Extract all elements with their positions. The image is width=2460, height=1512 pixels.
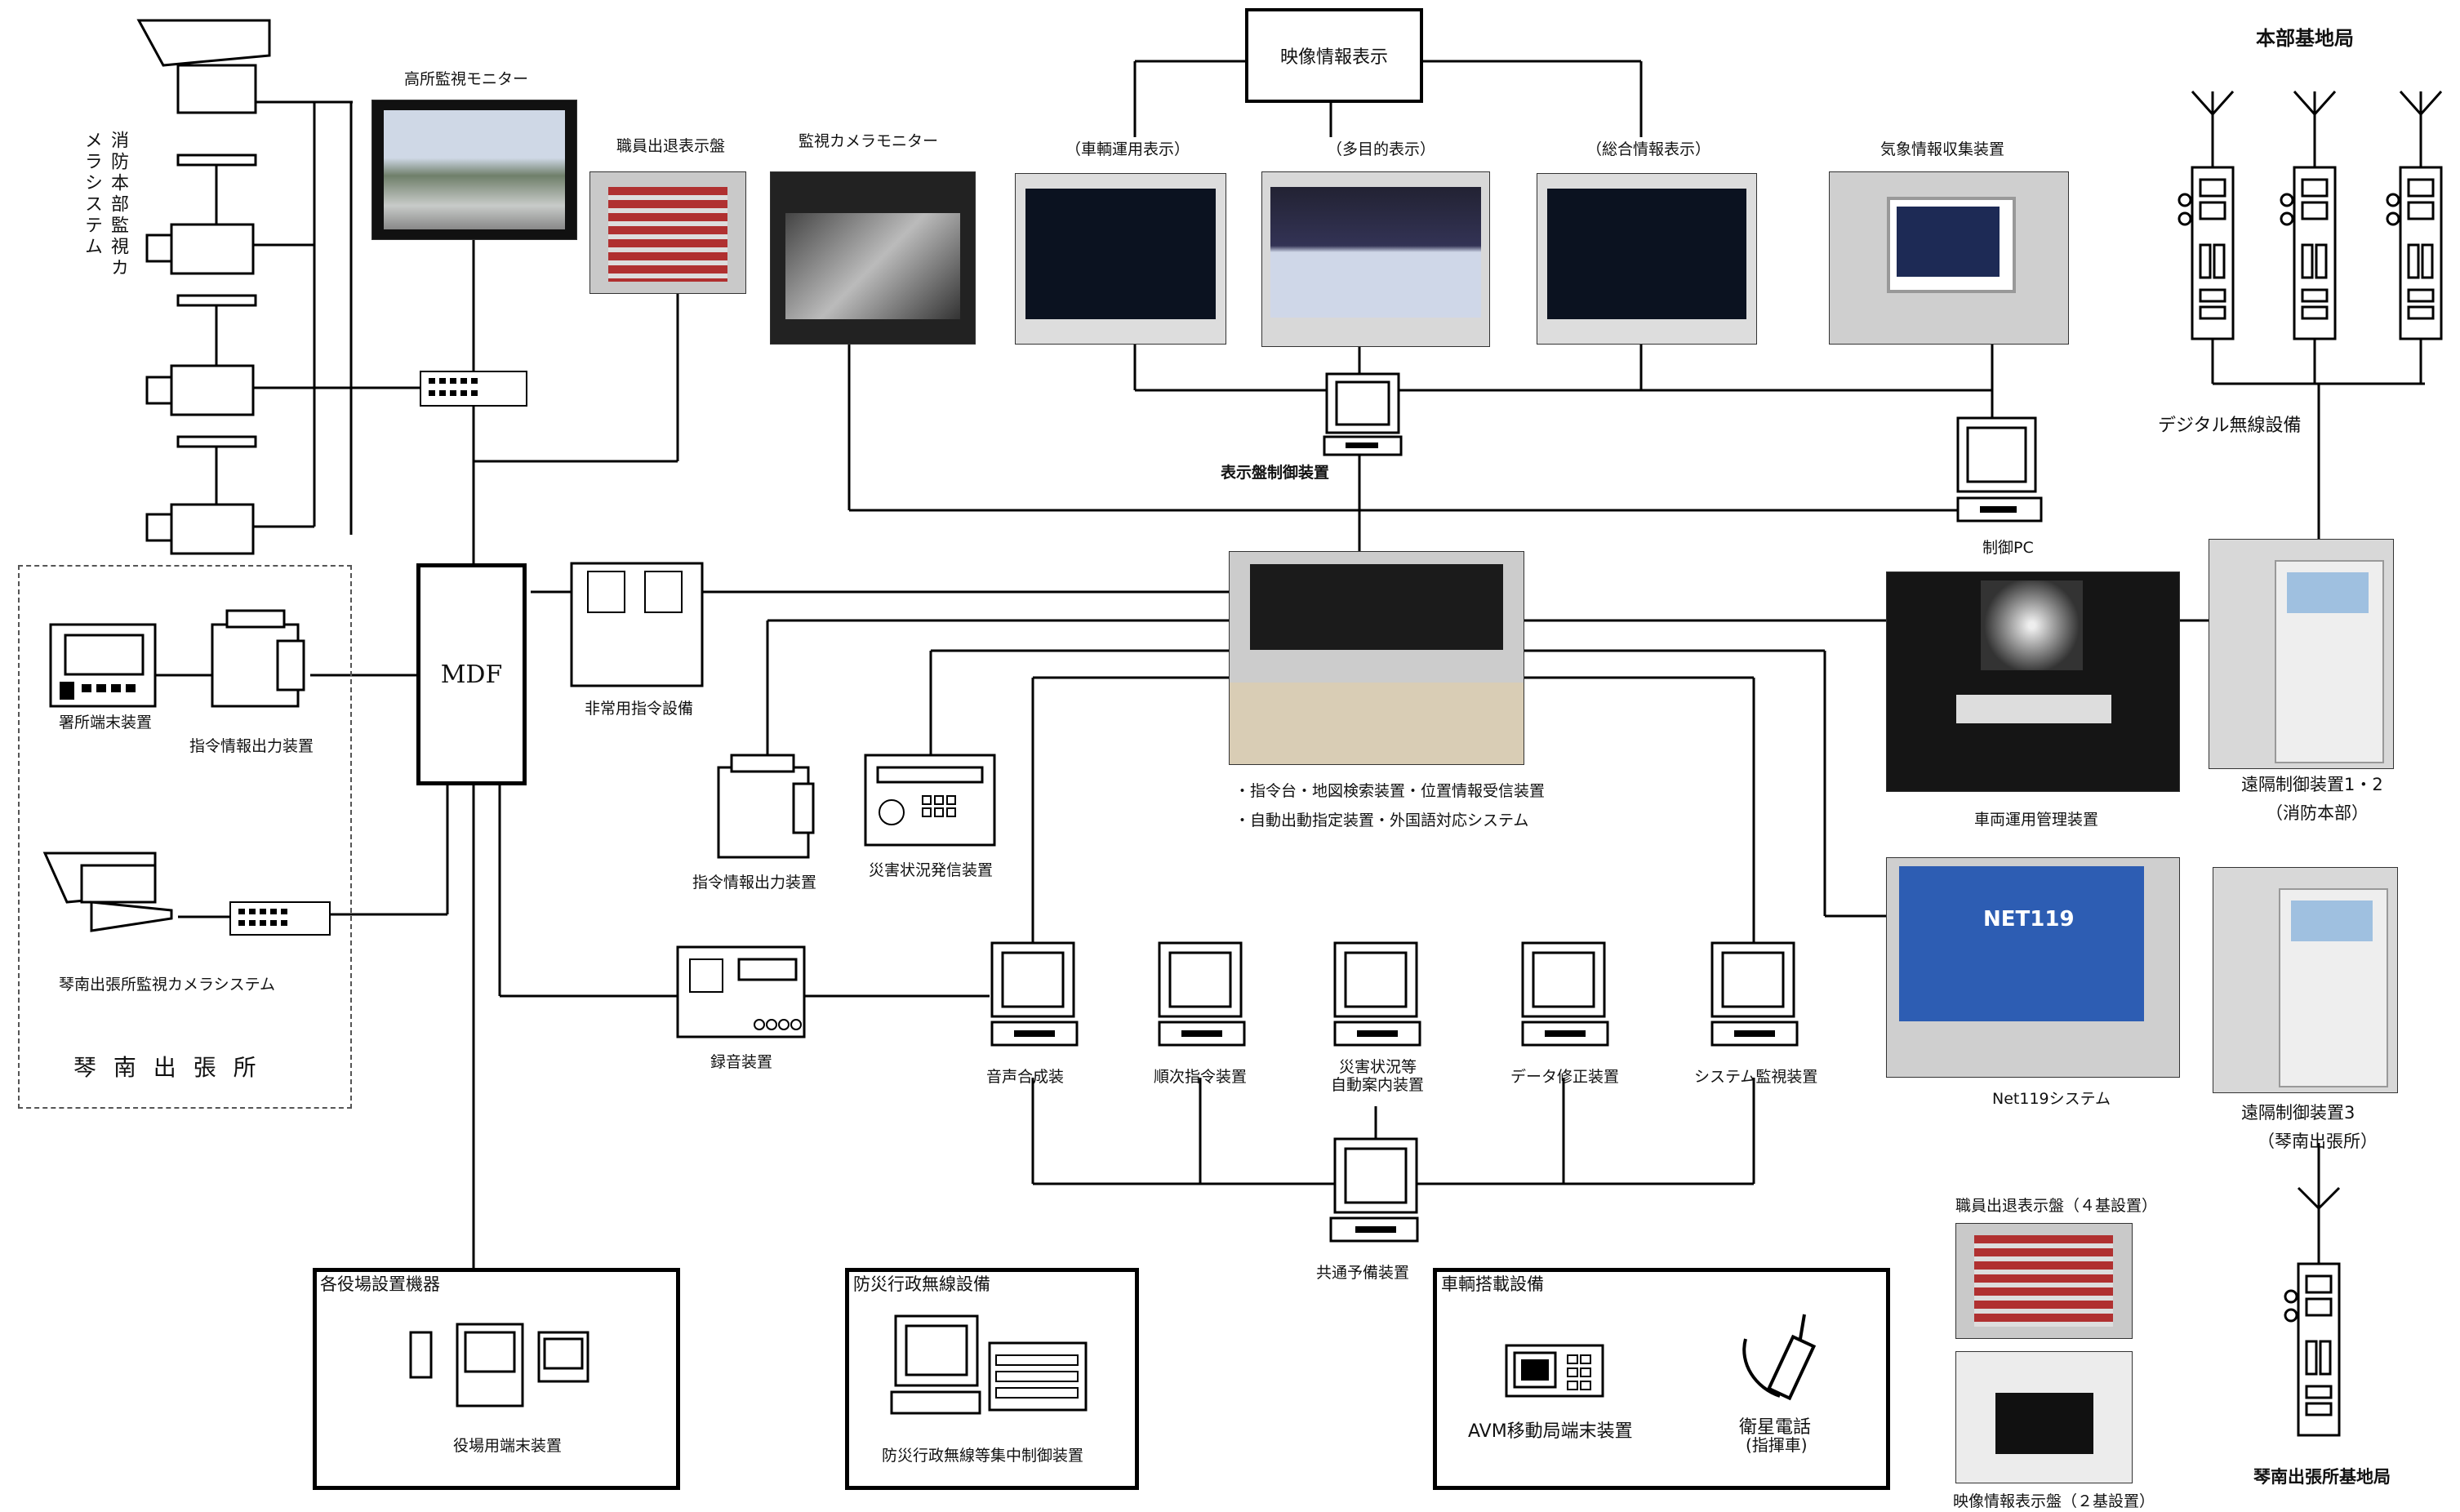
disaster-guide-label-2: 自動案内装置 bbox=[1331, 1076, 1425, 1094]
bousai-box-caption: 防災行政無線等集中制御装置 bbox=[882, 1447, 1084, 1465]
kinan-base-label: 琴南出張所基地局 bbox=[2253, 1467, 2391, 1487]
high-monitor-photo bbox=[371, 100, 577, 240]
staff-panel4-label: 職員出退表示盤（４基設置） bbox=[1955, 1197, 2158, 1215]
satellite-phone-sub-label: (指揮車) bbox=[1746, 1435, 1808, 1455]
weather-label: 気象情報収集装置 bbox=[1880, 140, 2005, 158]
emergency-label: 非常用指令設備 bbox=[585, 700, 694, 718]
camera-monitor-photo bbox=[770, 171, 976, 345]
disaster-guide-label-1: 災害状況等 bbox=[1339, 1058, 1417, 1076]
total-display-photo bbox=[1537, 173, 1757, 345]
video-info-label: 映像情報表示 bbox=[1279, 47, 1388, 68]
data-fix-label: データ修正装置 bbox=[1510, 1068, 1620, 1086]
hq-base-label: 本部基地局 bbox=[2256, 27, 2354, 50]
vehicle-equipment-box bbox=[1433, 1268, 1890, 1490]
mdf-label: MDF bbox=[440, 660, 503, 689]
kinan-camera-label: 琴南出張所監視カメラシステム bbox=[59, 976, 276, 994]
vehicle-display-label: （車輌運用表示） bbox=[1065, 140, 1190, 158]
multi-display-photo bbox=[1261, 171, 1490, 347]
vehicle-mgmt-photo bbox=[1886, 571, 2180, 792]
satellite-phone-label: 衛星電話 bbox=[1739, 1417, 1812, 1438]
office-box-caption: 役場用端末装置 bbox=[453, 1437, 563, 1455]
kinan-branch-label: 琴 南 出 張 所 bbox=[73, 1054, 261, 1081]
vehicle-mgmt-label: 車両運用管理装置 bbox=[1974, 811, 2099, 829]
weather-photo bbox=[1829, 171, 2069, 345]
mdf-box: MDF bbox=[416, 563, 527, 785]
system-monitor-label: システム監視装置 bbox=[1694, 1068, 1818, 1086]
net119-photo: NET119 bbox=[1886, 857, 2180, 1078]
staff-panel4-photo bbox=[1955, 1223, 2133, 1339]
net119-label: Net119システム bbox=[1992, 1090, 2111, 1108]
command-printer-label-2: 指令情報出力装置 bbox=[692, 874, 817, 892]
control-pc-label: 制御PC bbox=[1982, 539, 2034, 557]
remote12-photo bbox=[2209, 539, 2394, 769]
video-panel2-label: 映像情報表示盤（２基設置） bbox=[1953, 1492, 2155, 1510]
bousai-radio-box bbox=[845, 1268, 1139, 1490]
video-panel2-photo bbox=[1955, 1351, 2133, 1483]
remote12-label-b: （消防本部） bbox=[2266, 803, 2369, 823]
kinan-branch-box bbox=[18, 565, 352, 1109]
video-info-box: 映像情報表示 bbox=[1245, 8, 1423, 103]
voice-synth-label: 音声合成装 bbox=[986, 1068, 1065, 1086]
bousai-box-title: 防災行政無線設備 bbox=[853, 1274, 990, 1294]
staff-panel-photo bbox=[589, 171, 746, 294]
multi-display-label: （多目的表示） bbox=[1327, 140, 1436, 158]
backup-label: 共通予備装置 bbox=[1316, 1264, 1410, 1282]
console-label-2: ・自動出動指定装置・外国語対応システム bbox=[1234, 812, 1529, 829]
office-box-title: 各役場設置機器 bbox=[320, 1274, 440, 1294]
recorder-label: 録音装置 bbox=[710, 1053, 773, 1071]
camera-system-label: 消防本部監視カメラシステム bbox=[82, 131, 128, 279]
staff-panel-label: 職員出退表示盤 bbox=[616, 137, 726, 155]
console-label-1: ・指令台・地図検索装置・位置情報受信装置 bbox=[1234, 782, 1546, 800]
disaster-send-label: 災害状況発信装置 bbox=[869, 861, 994, 879]
sequential-command-label: 順次指令装置 bbox=[1154, 1068, 1248, 1086]
console-photo bbox=[1229, 551, 1524, 765]
net119-screen-logo: NET119 bbox=[1983, 907, 2075, 932]
vehicle-box-title: 車輌搭載設備 bbox=[1441, 1274, 1544, 1294]
digital-radio-label: デジタル無線設備 bbox=[2158, 416, 2302, 436]
office-equipment-box bbox=[313, 1268, 680, 1490]
remote3-label-b: （琴南出張所） bbox=[2258, 1132, 2378, 1151]
vehicle-display-photo bbox=[1015, 173, 1226, 345]
display-control-label: 表示盤制御装置 bbox=[1221, 464, 1330, 482]
camera-monitor-label: 監視カメラモニター bbox=[798, 132, 939, 150]
total-display-label: （総合情報表示） bbox=[1586, 140, 1711, 158]
remote3-label-a: 遠隔制御装置3 bbox=[2241, 1103, 2355, 1123]
station-terminal-label: 署所端末装置 bbox=[59, 714, 153, 732]
remote12-label-a: 遠隔制御装置1・2 bbox=[2241, 775, 2383, 794]
command-printer-label-1: 指令情報出力装置 bbox=[189, 737, 314, 755]
high-monitor-label: 高所監視モニター bbox=[404, 70, 529, 88]
avm-label: AVM移動局端末装置 bbox=[1468, 1421, 1633, 1442]
remote3-photo bbox=[2213, 867, 2398, 1093]
